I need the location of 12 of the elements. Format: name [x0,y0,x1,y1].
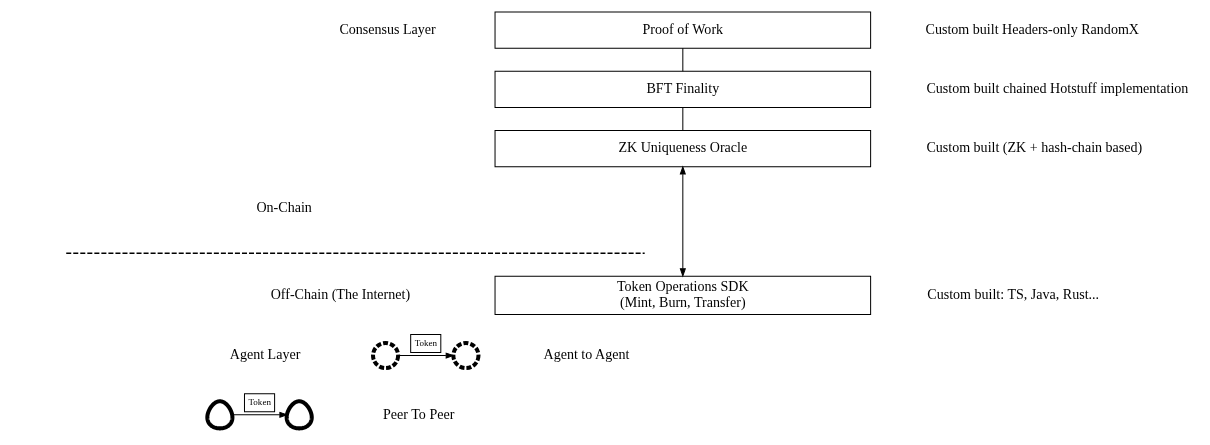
label: Agent to Agent [543,346,630,363]
label: Agent Layer [229,346,301,363]
label: Off-Chain (The Internet) [270,286,411,303]
node-label: Custom built (ZK + hash-chain based) [926,139,1143,156]
edge-label: Token [414,337,438,348]
edge-label: Token [248,396,271,407]
label: On-Chain [256,198,312,215]
node-label: Custom built Headers-only RandomX [925,20,1140,37]
label: Peer To Peer [383,405,455,422]
node-label: Custom built chained Hotstuff implementation [926,80,1189,97]
node-label: Custom built: TS, Java, Rust... [927,286,1100,303]
label: Consensus Layer [339,20,436,37]
